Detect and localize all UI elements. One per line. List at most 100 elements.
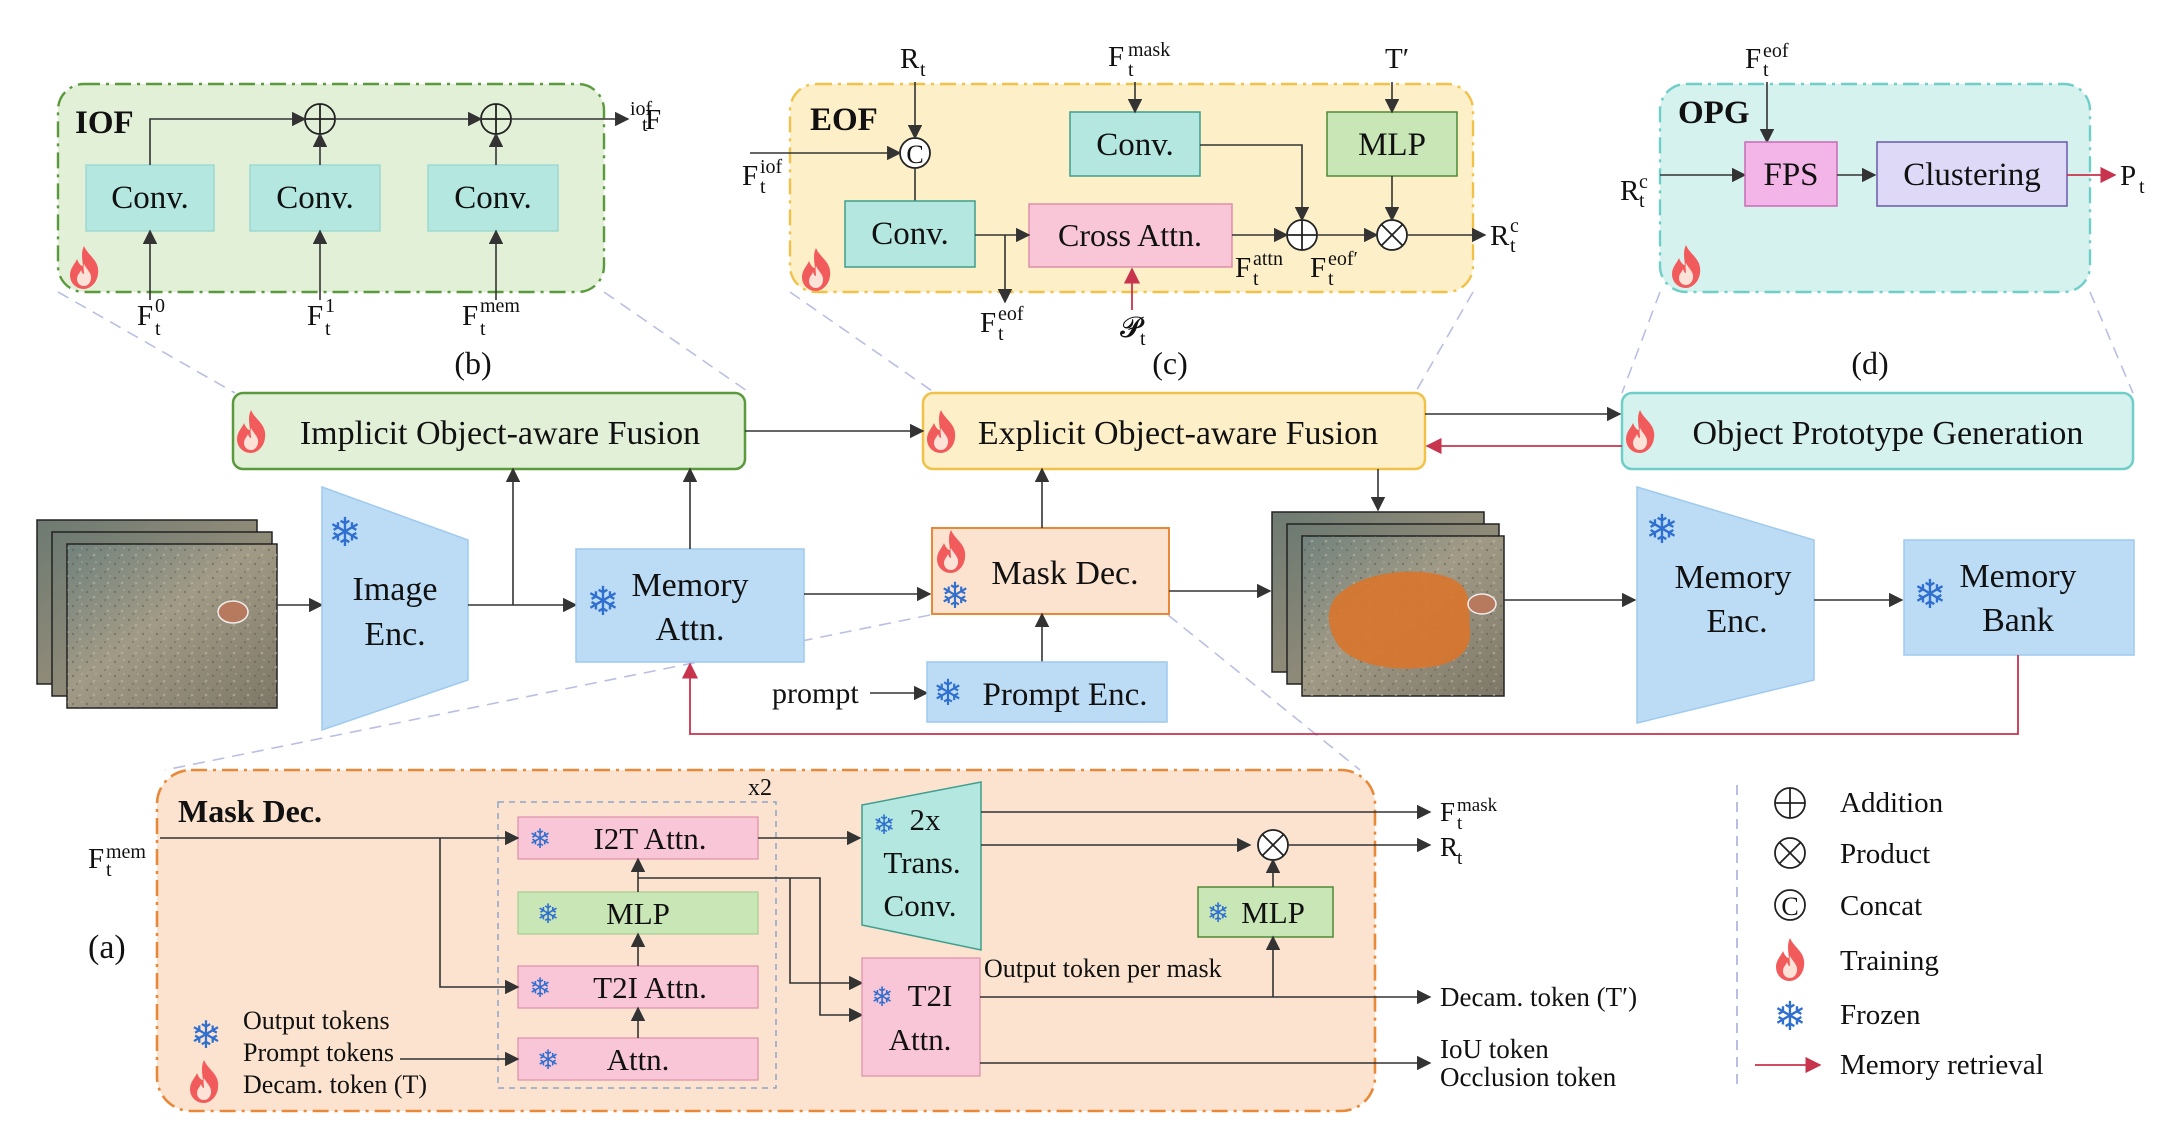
svg-text:C: C xyxy=(906,140,923,169)
mask-decoder-box: ❄ Mask Dec. xyxy=(931,527,1170,617)
mem-bank-label-2: Bank xyxy=(1982,602,2054,639)
svg-text:t: t xyxy=(1128,59,1134,81)
fire-icon xyxy=(190,1060,219,1103)
memory-encoder: ❄ Memory Enc. xyxy=(1636,485,1815,724)
mask-dec-tag: Mask Dec. xyxy=(178,793,322,829)
eof-feof: F xyxy=(980,307,996,339)
image-enc-label-1: Image xyxy=(353,571,438,608)
iof-conv-2: Conv. xyxy=(249,164,381,232)
t2i2-label-1: T2I xyxy=(908,978,953,1013)
image-encoder: ❄ Image Enc. xyxy=(321,485,469,732)
legend-concat-label: Concat xyxy=(1840,890,1922,922)
memory-bank: ❄ Memory Bank xyxy=(1903,539,2135,656)
implicit-fusion-box: Implicit Object-aware Fusion xyxy=(231,391,747,471)
prompt-encoder: ❄ Prompt Enc. xyxy=(926,661,1168,723)
trans-conv: ❄ 2x Trans. Conv. xyxy=(861,781,982,951)
output-frames xyxy=(1271,511,1505,697)
mask-decoder-panel: Mask Dec. (a) F mem t x2 ❄ I2T Attn. ❄ M… xyxy=(88,768,1637,1113)
zoom-lines xyxy=(57,291,2134,771)
snowflake-icon: ❄ xyxy=(586,579,620,625)
legend-memory-label: Memory retrieval xyxy=(1840,1049,2044,1081)
eof-tprime: T′ xyxy=(1385,43,1409,75)
opg-rc: R xyxy=(1620,175,1640,207)
snowflake-icon: ❄ xyxy=(1645,507,1679,553)
legend-fire-icon xyxy=(1776,938,1805,981)
opg-in-top: F xyxy=(1745,43,1761,75)
svg-text:t: t xyxy=(760,176,766,198)
md-mlp: ❄ MLP xyxy=(517,891,759,935)
t2i2-label-2: Attn. xyxy=(889,1022,952,1057)
fire-icon xyxy=(802,248,831,291)
output-per-mask-label: Output token per mask xyxy=(984,954,1222,983)
tok-prompt-label: Prompt tokens xyxy=(243,1038,394,1067)
svg-text:F: F xyxy=(645,104,661,136)
snowflake-icon: ❄ xyxy=(871,982,894,1013)
explicit-fusion-label: Explicit Object-aware Fusion xyxy=(978,415,1378,452)
mask-dec-label: Mask Dec. xyxy=(991,555,1138,592)
eof-conv-a-label: Conv. xyxy=(871,216,949,252)
snowflake-icon: ❄ xyxy=(933,673,963,714)
input-frames xyxy=(36,519,278,709)
legend-addition-icon xyxy=(1774,787,1806,819)
iof-in-1: F xyxy=(307,300,323,332)
t2i-attn-2: ❄ T2I Attn. xyxy=(861,957,981,1077)
fire-icon xyxy=(1626,410,1655,453)
tok-output-label: Output tokens xyxy=(243,1006,390,1035)
trans-label-2: Trans. xyxy=(883,845,960,880)
md-attn-label: Attn. xyxy=(607,1042,670,1077)
legend-frozen-label: Frozen xyxy=(1840,999,1921,1031)
svg-text:t: t xyxy=(1457,813,1463,834)
opg-caption: (d) xyxy=(1851,345,1888,381)
svg-text:❄: ❄ xyxy=(328,510,362,556)
eof-cross-attn: Cross Attn. xyxy=(1028,203,1233,268)
eof-feof-sup: eof xyxy=(998,303,1024,325)
eof-caption: (c) xyxy=(1152,345,1188,381)
i2t-label: I2T Attn. xyxy=(593,821,706,856)
opg-rc-sup: c xyxy=(1639,171,1648,193)
md-attn: ❄ Attn. xyxy=(517,1037,759,1081)
opg-box: Object Prototype Generation xyxy=(1620,391,2135,471)
iof-caption: (b) xyxy=(454,345,491,381)
md-fmask-sup: mask xyxy=(1457,795,1498,816)
svg-text:t: t xyxy=(155,318,161,340)
svg-text:t: t xyxy=(2139,176,2145,198)
svg-text:t: t xyxy=(1253,268,1259,290)
eof-mlp-label: MLP xyxy=(1358,127,1426,163)
eof-fattn: F xyxy=(1235,252,1251,284)
svg-text:t: t xyxy=(642,114,648,136)
snowflake-icon: ❄ xyxy=(190,1013,222,1057)
snowflake-icon: ❄ xyxy=(1913,572,1947,618)
eof-plus-icon xyxy=(1286,219,1318,251)
eof-feofp-sup: eof′ xyxy=(1328,248,1358,270)
opg-box-label: Object Prototype Generation xyxy=(1693,415,2084,452)
svg-text:t: t xyxy=(920,59,926,81)
tok-decam-label: Decam. token (T) xyxy=(243,1070,427,1099)
image-enc-label-2: Enc. xyxy=(364,616,425,653)
iof-conv-2-label: Conv. xyxy=(276,180,354,216)
trans-label-3: Conv. xyxy=(884,888,957,923)
eof-rc: R xyxy=(1490,220,1510,252)
snowflake-icon: ❄ xyxy=(529,973,552,1004)
legend-snowflake-icon: ❄ xyxy=(1773,994,1807,1040)
eof-conv-a: Conv. xyxy=(844,200,976,268)
i2t-attn: ❄ I2T Attn. xyxy=(517,816,759,860)
legend-concat-icon: C xyxy=(1774,889,1806,921)
legend-product-label: Product xyxy=(1840,838,1930,870)
legend-addition-label: Addition xyxy=(1840,787,1944,819)
eof-fmask-sup: mask xyxy=(1128,39,1170,61)
md-rt: R xyxy=(1440,832,1458,862)
implicit-fusion-label: Implicit Object-aware Fusion xyxy=(300,415,700,452)
mem-attn-label-1: Memory xyxy=(631,567,748,604)
iof-plus-icon-2 xyxy=(480,103,512,135)
md-fmask: F xyxy=(1440,797,1455,827)
fire-icon xyxy=(937,530,966,573)
eof-iof-in-sup: iof xyxy=(760,156,783,178)
opg-panel: OPG F eof t R c t FPS Clustering P t (d) xyxy=(1620,40,2145,381)
mem-enc-label-1: Memory xyxy=(1674,559,1791,596)
memory-attention: ❄ Memory Attn. xyxy=(575,548,805,663)
mem-enc-label-2: Enc. xyxy=(1706,603,1767,640)
eof-mlp: MLP xyxy=(1326,111,1458,177)
opg-in-top-sup: eof xyxy=(1763,40,1789,62)
iof-in-0: F xyxy=(137,300,153,332)
iof-out-sup: iof xyxy=(630,98,653,120)
